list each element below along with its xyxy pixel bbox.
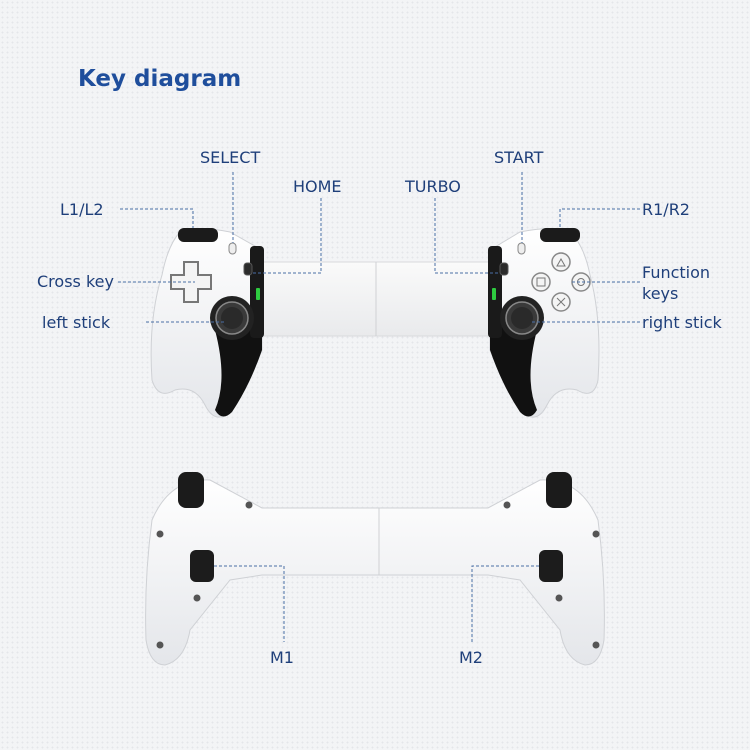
label-m2: M2	[459, 648, 483, 667]
label-cross-key: Cross key	[37, 272, 114, 291]
label-function-keys-line1: Function	[642, 263, 711, 282]
label-r1r2: R1/R2	[642, 200, 690, 219]
page-title: Key diagram	[78, 66, 242, 92]
back-controller	[145, 472, 605, 666]
label-start: START	[494, 148, 544, 167]
turbo-button-icon	[499, 262, 509, 276]
label-right-stick: right stick	[642, 313, 722, 332]
start-button-icon	[517, 242, 526, 255]
right-grip	[488, 228, 600, 418]
label-turbo: TURBO	[405, 177, 461, 196]
leader-lines	[118, 172, 640, 642]
l2-trigger-icon	[178, 472, 204, 508]
m1-button-icon	[190, 550, 214, 582]
label-m1: M1	[270, 648, 294, 667]
label-select: SELECT	[200, 148, 261, 167]
led-indicator-left	[256, 288, 260, 300]
front-controller	[150, 228, 600, 418]
select-button-icon	[228, 242, 237, 255]
label-home: HOME	[293, 177, 342, 196]
r2-trigger-icon	[546, 472, 572, 508]
label-function-keys-line2: keys	[642, 284, 679, 303]
label-left-stick: left stick	[42, 313, 111, 332]
home-button-icon	[243, 262, 253, 276]
left-grip	[150, 228, 264, 418]
l1-bumper-icon	[178, 228, 218, 242]
back-shell	[145, 479, 605, 666]
r1-bumper-icon	[540, 228, 580, 242]
label-l1l2: L1/L2	[60, 200, 104, 219]
m2-button-icon	[539, 550, 563, 582]
led-indicator-right	[492, 288, 496, 300]
